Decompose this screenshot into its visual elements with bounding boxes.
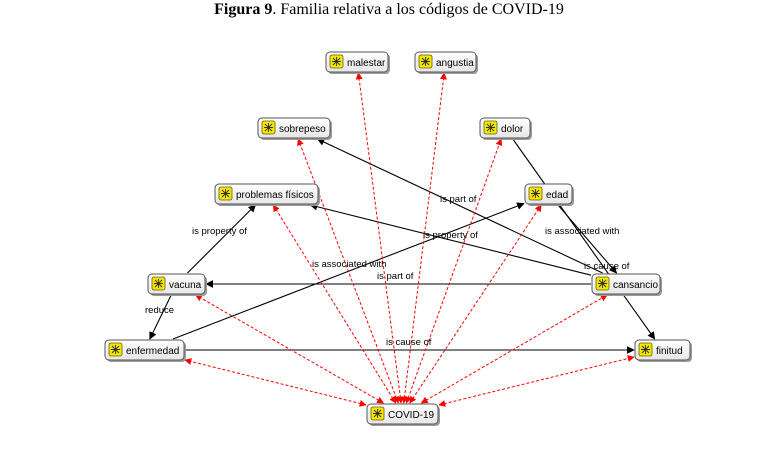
edge-label-cansancio-to-problemas: is property of	[423, 230, 478, 241]
node-vacuna[interactable]: vacuna	[147, 273, 207, 296]
figure-title: . Familia relativa a los códigos de COVI…	[272, 1, 564, 18]
node-label: COVID-19	[388, 410, 435, 421]
code-icon	[370, 406, 385, 421]
node-label: sobrepeso	[279, 124, 326, 135]
node-label: cansancio	[613, 280, 658, 291]
node-label: enfermedad	[126, 346, 179, 357]
node-label: vacuna	[169, 280, 202, 291]
node-box	[104, 339, 185, 361]
edge-covid-to-problemas	[272, 204, 397, 404]
code-icon	[218, 186, 233, 201]
node-covid[interactable]: COVID-19	[366, 403, 440, 426]
node-problemas[interactable]: problemas físicos	[214, 183, 320, 206]
nodes-layer: malestar angustia sobrepeso dolor problemas …	[104, 51, 692, 426]
node-cansancio[interactable]: cansancio	[591, 273, 662, 296]
node-angustia[interactable]: angustia	[414, 51, 478, 74]
node-label: edad	[546, 190, 568, 201]
edge-label-dolor-to-finitud: is cause of	[584, 261, 630, 272]
code-icon	[108, 342, 123, 357]
node-edad[interactable]: edad	[524, 183, 574, 206]
edge-label-edad-to-cansancio: is associated with	[545, 226, 619, 237]
edge-covid-to-enfermedad	[184, 358, 367, 407]
code-icon	[638, 342, 653, 357]
node-malestar[interactable]: malestar	[325, 51, 390, 74]
edge-covid-to-finitud	[438, 355, 635, 407]
code-icon	[261, 120, 276, 135]
edge-label-enfermedad-to-finitud: is cause of	[386, 337, 432, 348]
edge-label-cansancio-to-sobrepeso: is part of	[440, 194, 477, 205]
node-label: dolor	[501, 124, 524, 135]
edges-layer	[149, 72, 656, 407]
code-icon	[483, 120, 498, 135]
edge-vacuna-to-enfermedad	[149, 294, 172, 340]
edge-dolor-to-finitud	[512, 138, 656, 340]
edge-label-enfermedad-to-edad: is associated with	[312, 259, 386, 270]
node-label: finitud	[656, 346, 683, 357]
code-icon	[151, 276, 166, 291]
node-label: angustia	[436, 58, 474, 69]
figure-caption: Figura 9. Familia relativa a los códigos…	[0, 0, 778, 20]
code-icon	[418, 54, 433, 69]
node-label: malestar	[347, 58, 386, 69]
edge-label-cansancio-to-vacuna: is part of	[377, 271, 414, 282]
code-icon	[528, 186, 543, 201]
node-dolor[interactable]: dolor	[479, 117, 532, 140]
node-enfermedad[interactable]: enfermedad	[104, 339, 186, 362]
node-box	[214, 183, 319, 205]
node-sobrepeso[interactable]: sobrepeso	[257, 117, 332, 140]
node-label: problemas físicos	[236, 190, 314, 201]
edge-vacuna-to-problemas	[187, 204, 257, 274]
node-finitud[interactable]: finitud	[634, 339, 692, 362]
edge-covid-to-vacuna	[194, 294, 385, 404]
node-box	[366, 403, 439, 425]
code-icon	[595, 276, 610, 291]
edge-label-vacuna-to-problemas: is property of	[192, 226, 247, 237]
code-icon	[329, 54, 344, 69]
figure-label: Figura 9	[214, 1, 273, 18]
node-box	[257, 117, 331, 139]
edge-label-vacuna-to-enfermedad: reduce	[145, 305, 174, 316]
edge-covid-to-dolor	[405, 138, 503, 404]
